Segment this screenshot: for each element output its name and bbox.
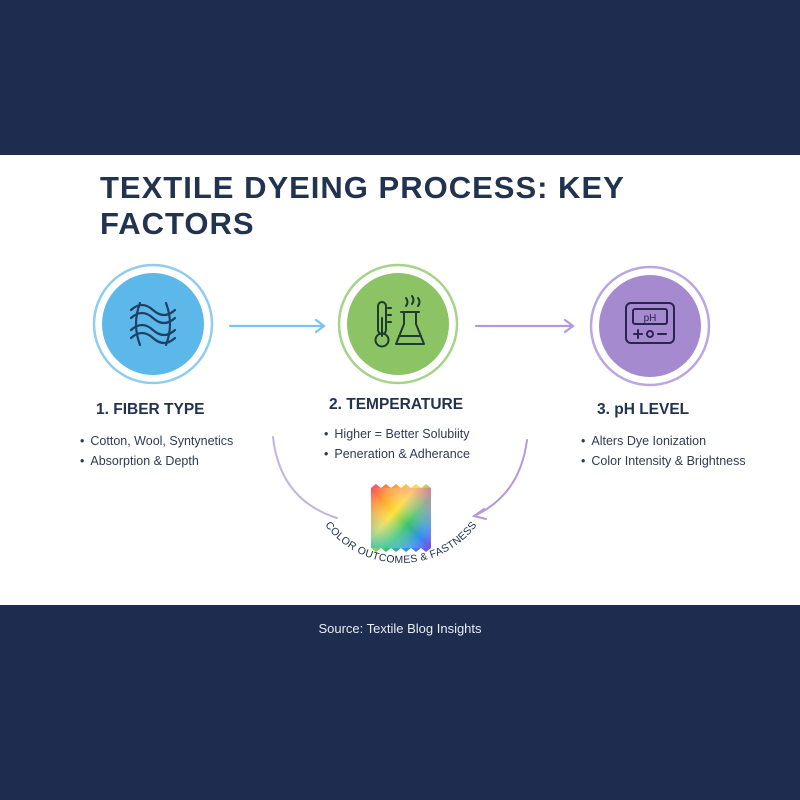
interwoven-fibers-icon — [129, 301, 177, 347]
arrow-fiber-to-outcome — [272, 436, 338, 519]
arrow-fiber-to-temperature — [228, 318, 326, 334]
temperature-circle — [347, 273, 449, 375]
page-title: TEXTILE DYEING PROCESS: KEY FACTORS — [100, 170, 625, 241]
fiber-circle — [102, 273, 204, 375]
step-title-ph-level: 3. pH LEVEL — [597, 401, 690, 418]
list-item: Cotton, Wool, Syntynetics — [80, 431, 233, 451]
temperature-outer-ring — [337, 263, 459, 385]
list-item: Color Intensity & Brightness — [581, 451, 745, 471]
fiber-type-node — [92, 263, 214, 385]
temperature-node — [337, 263, 459, 385]
list-item: Alters Dye Ionization — [581, 431, 746, 451]
ph-meter-display-text: pH — [644, 313, 657, 324]
list-item: Higher = Better Solubiity — [324, 424, 470, 444]
list-item: Absorption & Depth — [80, 451, 233, 471]
step-title-temperature: 2. TEMPERATURE — [329, 396, 464, 413]
ph-circle — [599, 275, 701, 377]
arrow-temperature-to-outcome — [471, 439, 528, 520]
rainbow-fabric-swatch-icon — [371, 484, 431, 552]
fiber-outer-ring — [92, 263, 214, 385]
thermometer-flask-icon — [374, 295, 425, 348]
arrow-temperature-to-ph — [474, 318, 575, 334]
step-title-fiber-type: 1. FIBER TYPE — [96, 401, 205, 418]
temperature-bullets: Higher = Better Solubiity Peneration & A… — [324, 424, 470, 464]
ph-level-bullets: Alters Dye Ionization Color Intensity & … — [581, 431, 746, 471]
ph-outer-ring — [589, 265, 711, 387]
source-caption: Source: Textile Blog Insights — [318, 621, 482, 636]
ph-meter-icon — [625, 302, 675, 344]
ph-level-node: pH — [589, 265, 711, 387]
list-item: Peneration & Adherance — [324, 444, 470, 464]
fiber-type-bullets: Cotton, Wool, Syntynetics Absorption & D… — [80, 431, 233, 471]
